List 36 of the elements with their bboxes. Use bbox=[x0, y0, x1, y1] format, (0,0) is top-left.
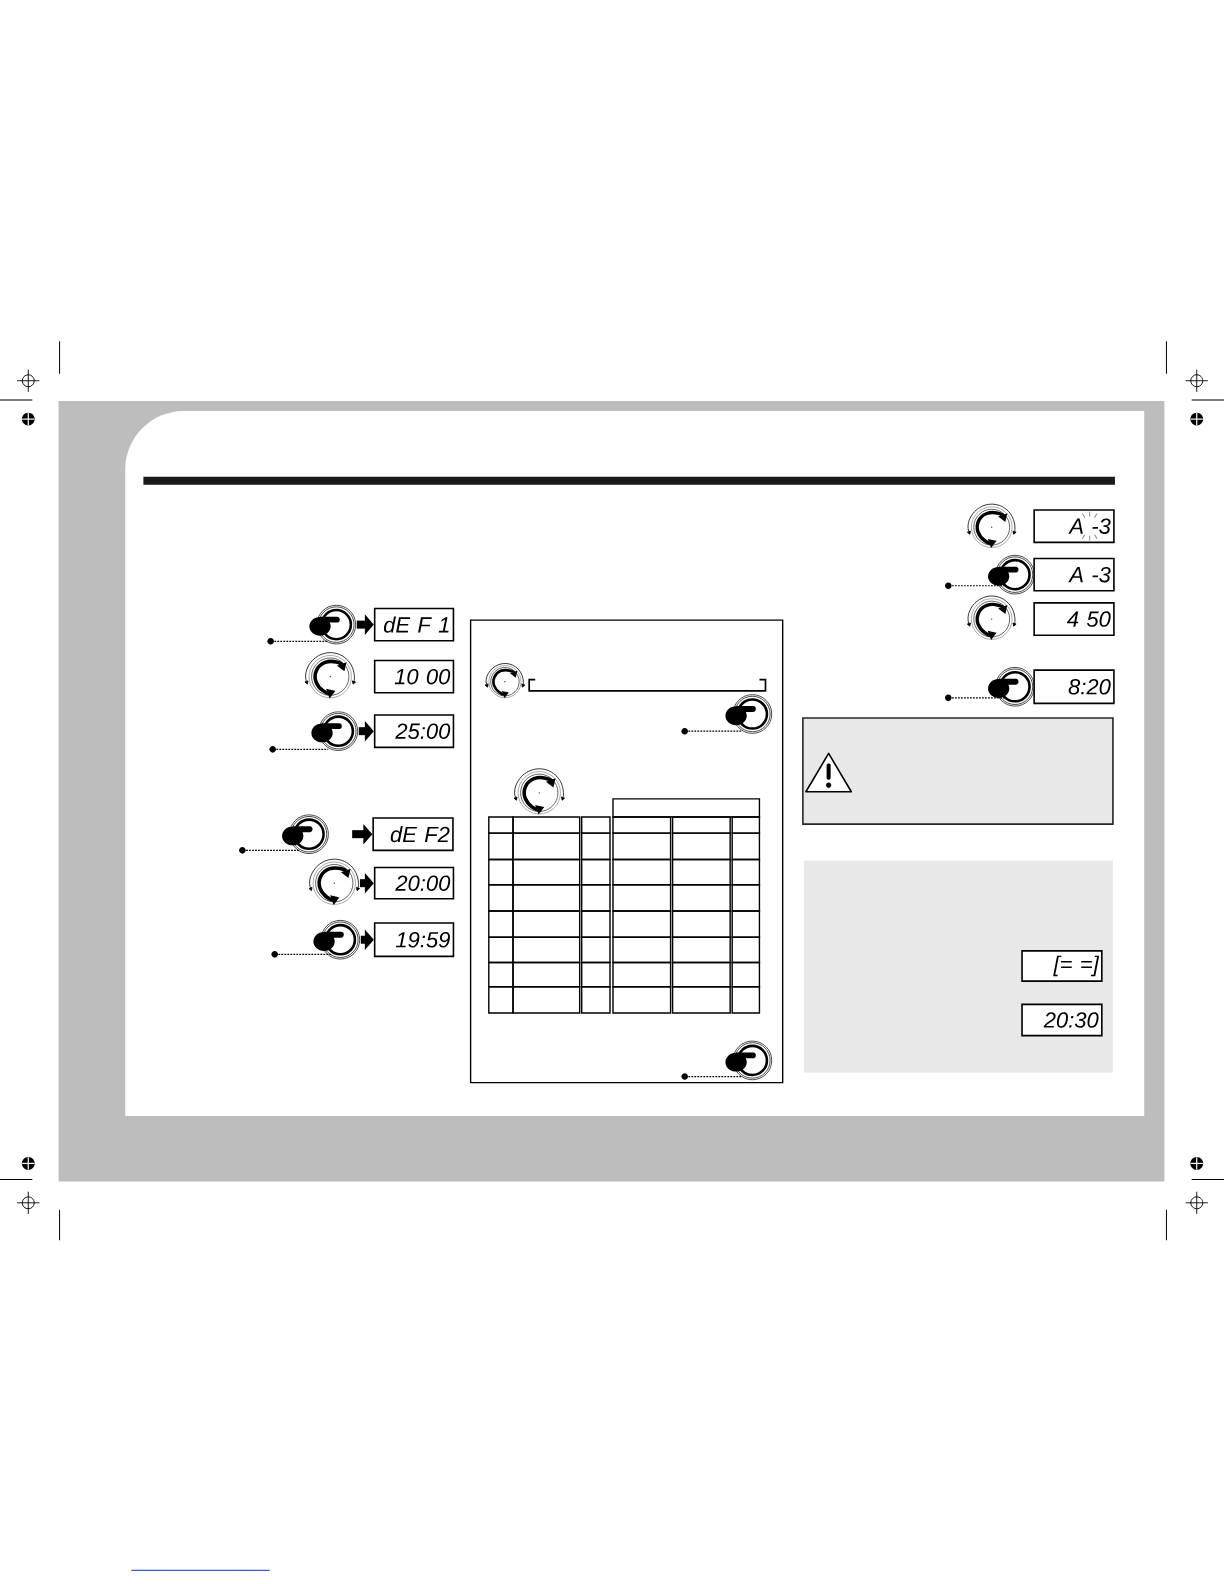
display-readout: dE F2 bbox=[372, 817, 454, 852]
leader-line bbox=[245, 849, 301, 851]
display-readout: 4 50 bbox=[1033, 602, 1115, 637]
display-readout: 20:30 bbox=[1021, 1003, 1103, 1037]
display-readout: 8:20 bbox=[1033, 669, 1115, 705]
display-readout: 25:00 bbox=[373, 714, 455, 749]
leader-line bbox=[687, 1075, 743, 1078]
warning-panel bbox=[802, 717, 1114, 825]
display-readout: A -3 bbox=[1033, 557, 1115, 592]
note-panel bbox=[803, 860, 1113, 1073]
display-readout: 20:00 bbox=[373, 866, 455, 900]
instruction-frame bbox=[469, 619, 784, 1084]
press-button-icon bbox=[282, 814, 329, 854]
display-readout: A -3 bbox=[1033, 509, 1115, 544]
dial-icon bbox=[308, 858, 360, 905]
display-readout: [= =] bbox=[1021, 950, 1103, 982]
dial-icon bbox=[513, 768, 565, 815]
press-button-icon bbox=[988, 554, 1035, 595]
dial-icon bbox=[484, 663, 526, 699]
leader-line bbox=[277, 953, 333, 955]
press-button-icon bbox=[725, 1040, 773, 1081]
leader-line bbox=[275, 748, 329, 750]
dial-icon bbox=[304, 652, 356, 699]
display-readout: dE F 1 bbox=[373, 607, 455, 642]
leader-line bbox=[951, 585, 1006, 587]
press-button-icon bbox=[313, 920, 361, 960]
dial-icon bbox=[966, 595, 1017, 640]
press-button-icon bbox=[309, 604, 356, 645]
display-readout: 19:59 bbox=[373, 922, 455, 958]
press-button-icon bbox=[725, 694, 773, 734]
press-button-icon bbox=[311, 711, 359, 751]
leader-line bbox=[273, 640, 328, 642]
leader-line bbox=[687, 730, 743, 732]
press-button-icon bbox=[988, 667, 1035, 707]
leader-line bbox=[951, 697, 1006, 699]
display-readout: 10 00 bbox=[373, 659, 455, 694]
